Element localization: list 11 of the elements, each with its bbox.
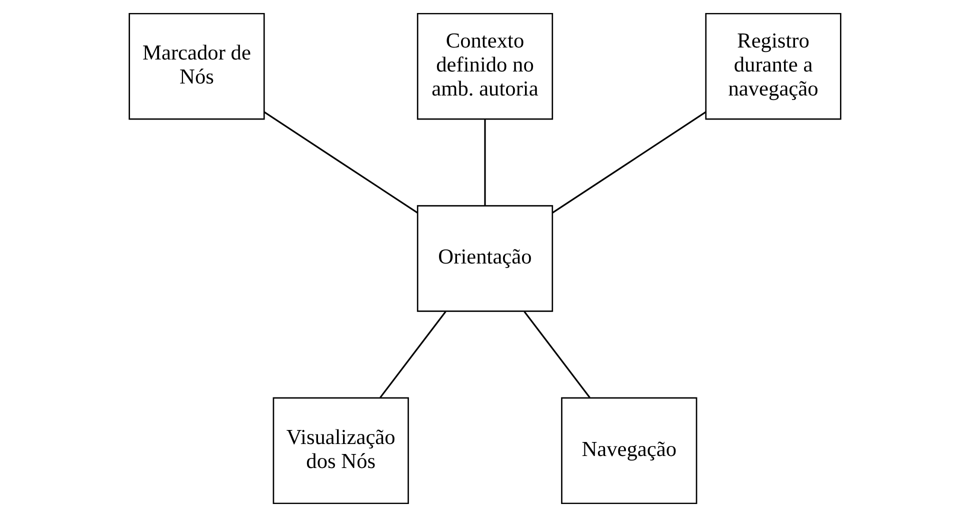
node-box: Registro durante a navegação (704, 12, 841, 120)
node-box: Visualização dos Nós (272, 397, 408, 504)
node-box: Orientação (416, 205, 553, 312)
node-box: Navegação (560, 397, 697, 504)
node-box: Contexto definido no amb. autoria (416, 12, 553, 120)
connector (484, 119, 486, 206)
connector (379, 311, 446, 398)
connector (552, 111, 706, 214)
connector (263, 111, 418, 214)
node-box: Marcador de Nós (128, 12, 264, 120)
connector (523, 311, 590, 398)
